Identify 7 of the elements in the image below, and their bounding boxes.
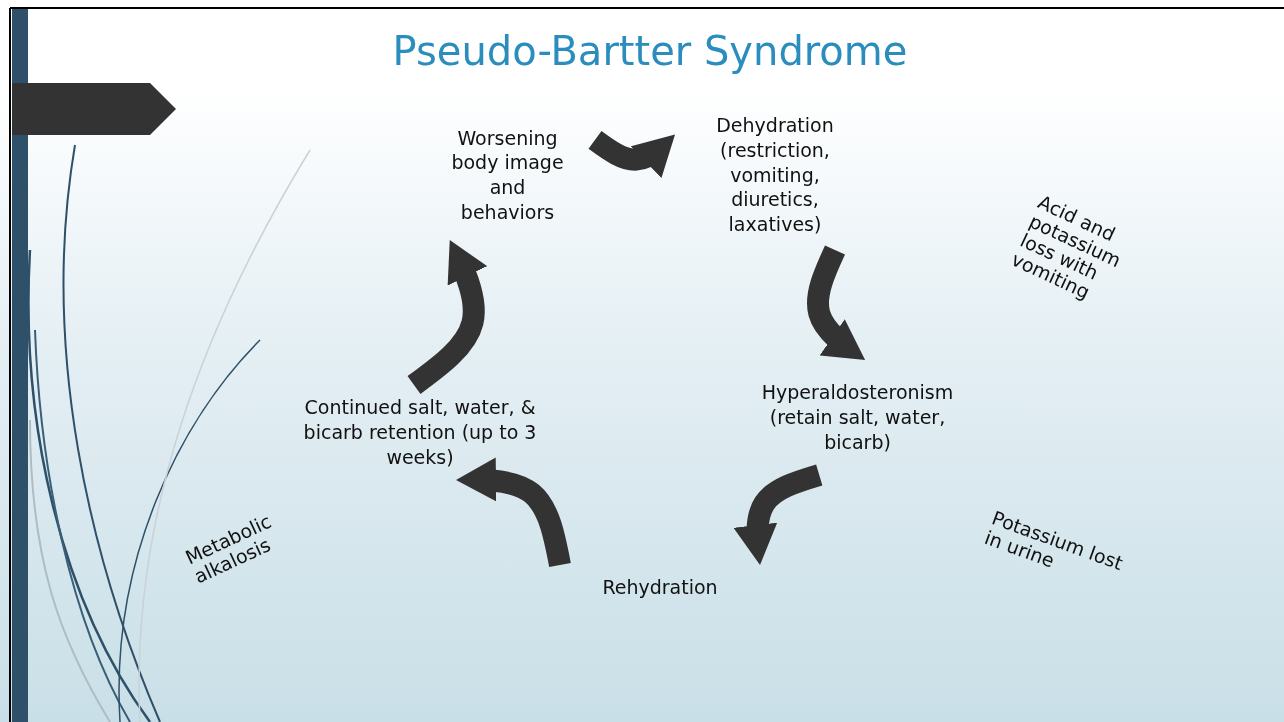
step-text: Hyperaldosteronism (retain salt, water, bicarb) xyxy=(760,380,955,455)
step-text: Continued salt, water, & bicarb retention (up to 3 weeks) xyxy=(302,395,538,470)
slide-title: Pseudo-Bartter Syndrome xyxy=(391,28,909,74)
step-text: Dehydration (restriction, vomiting, diuretics, laxatives) xyxy=(715,113,835,237)
step-text: Rehydration xyxy=(602,575,718,600)
step-text: Worsening body image and behaviors xyxy=(450,125,565,225)
curved-arrow xyxy=(733,464,823,567)
